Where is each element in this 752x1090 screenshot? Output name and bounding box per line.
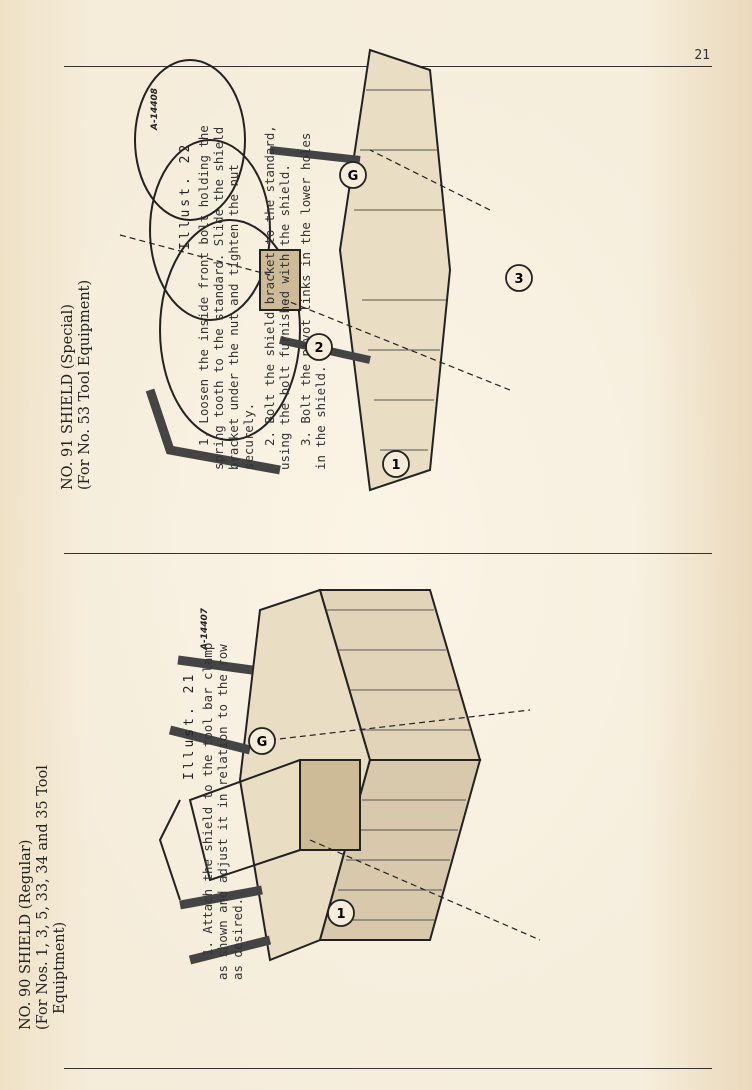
callout-right-2: 2	[305, 333, 333, 361]
callout-label: 1	[336, 907, 345, 922]
shield-91-illustration	[119, 48, 511, 492]
callout-label: G	[348, 169, 359, 184]
shield-90-illustration	[158, 588, 541, 965]
callout-right-3: 3	[505, 264, 533, 292]
callout-left-1: 1	[327, 899, 355, 927]
shield-91-panel: NO. 91 SHIELD (Special) (For No. 53 Tool…	[0, 20, 752, 550]
callout-right-1: 1	[382, 450, 410, 478]
callout-label: G	[257, 735, 268, 750]
callout-label: 2	[314, 341, 323, 356]
bottom-rule	[64, 1068, 712, 1069]
callout-right-g: G	[339, 161, 367, 189]
page-number: 21	[694, 48, 710, 63]
callout-label: 1	[391, 458, 400, 473]
callout-left-g: G	[248, 727, 276, 755]
shield-90-panel: NO. 90 SHIELD (Regular) (For Nos. 1, 3, …	[0, 555, 752, 1090]
callout-label: 3	[514, 272, 523, 287]
middle-rule	[64, 553, 712, 554]
